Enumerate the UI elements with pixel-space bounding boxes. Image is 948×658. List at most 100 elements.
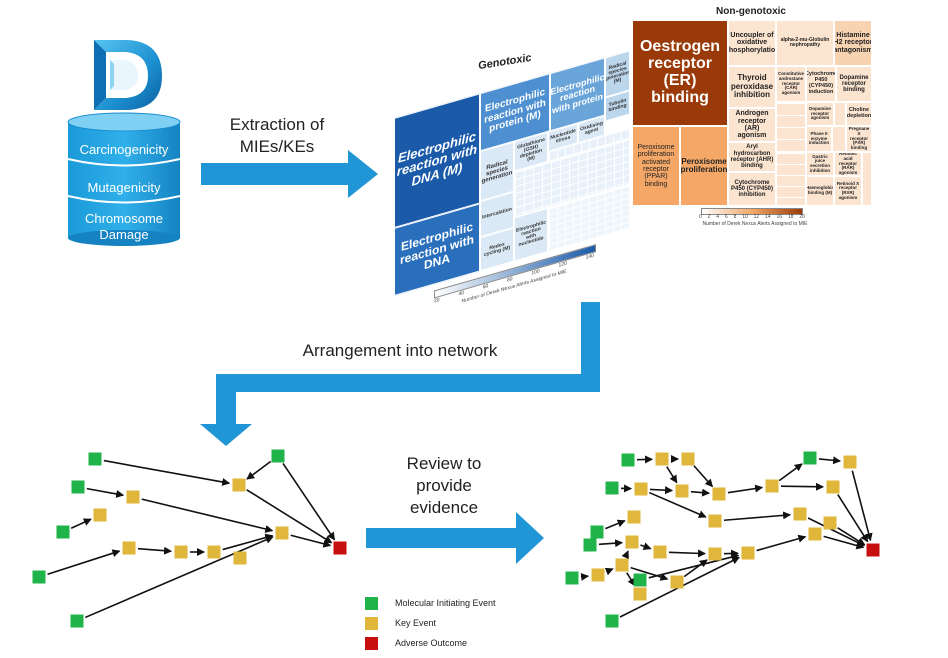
right-node-ke-j11 [793,507,807,521]
right-node-ke-j20 [670,575,684,589]
right-node-ke-j7 [826,480,840,494]
right-node-ke-j3 [634,482,648,496]
right-edge-j19-j13 [621,550,629,560]
right-node-ke-j9 [627,510,641,524]
right-edge-j19-j21 [626,572,636,587]
arrangement-label: Arrangement into network [302,341,498,360]
left-node-ke-k1 [232,478,246,492]
cell-oestrogen: Oestrogen receptor (ER) binding [632,20,728,126]
cell-ppar: Peroxisome proliferation activated recep… [632,126,680,206]
right-node-mie-m1 [621,453,635,467]
left-node-ke-k5 [174,545,188,559]
cell-cyp-inhibition: Cytochrome P450 (CYP450) inhibition [728,172,776,206]
right-node-ke-j16 [741,546,755,560]
right-edge-j20-j15 [683,559,708,578]
nongenotoxic-treemap: Oestrogen receptor (ER) binding Peroxiso… [632,20,872,206]
right-edge-j3-j4 [649,486,674,495]
right-node-mie-m8 [633,573,647,587]
right-node-mie-m5 [605,614,619,628]
right-edge-j10-j11 [723,511,792,522]
nongenotoxic-tick: 16 [776,214,783,220]
right-edge-m8-j16 [648,553,740,579]
review-label: Review to provide evidence [406,454,482,517]
network-nodes [32,449,880,628]
right-node-ke-j21 [633,587,647,601]
cell-histamine: Histamine H2 receptor antagonism [834,20,872,66]
nongenotoxic-axis-label: Number of Derek Nexus Alerts Assigned to… [702,221,808,227]
extraction-label: Extraction of MIEs/KEs [229,115,325,156]
nongenotoxic-colorbar [701,208,803,215]
left-edge-k7-ao [290,534,332,548]
left-node-mie-a [88,452,102,466]
left-node-mie-d [32,570,46,584]
database-layer-carcinogenicity: Carcinogenicity [79,142,169,157]
cell-minor-d [776,152,806,206]
cell-cyp-induction: Cytochrome P450 (CYP450) induction [806,66,836,102]
right-node-mie-m6 [803,451,817,465]
cell-thyroid: Thyroid peroxidase inhibition [728,66,776,108]
legend-ao-label: Adverse Outcome [395,638,468,648]
right-edge-j5-j6 [727,484,764,494]
right-edge-m4-j18 [580,572,590,581]
legend-mie-label: Molecular Initiating Event [395,598,496,608]
cell-androgen: Androgen receptor (AR) agonism [728,108,776,142]
right-edge-m6-j8 [818,456,842,465]
right-edge-m7-j13 [598,539,624,548]
nongenotoxic-ticks: 0 2 4 6 8 10 12 14 16 18 20 [699,214,805,220]
right-node-mie-m7 [583,538,597,552]
legend-ke-label: Key Event [395,618,437,628]
right-edge-j6-j7 [780,482,825,491]
left-edge-a-k1 [103,459,231,486]
right-edge-j2-j5 [693,465,714,488]
left-edge-b-k2 [86,487,125,498]
left-edge-f-ao [282,463,336,541]
right-edge-j19-j20 [630,566,669,581]
right-node-ke-j5 [712,487,726,501]
left-node-ao-ao [333,541,347,555]
left-node-mie-b [71,480,85,494]
right-node-ke-j18 [591,568,605,582]
left-node-ke-k2 [126,490,140,504]
right-edge-j18-j19 [604,567,614,576]
nongenotoxic-tick: 8 [733,214,737,220]
right-node-ke-j10 [708,514,722,528]
left-edge-c-k3 [70,518,92,529]
right-edge-j4-j5 [690,488,711,497]
cell-minor-b [834,102,846,126]
nongenotoxic-tick: 20 [799,214,805,220]
right-edge-j13-j14 [640,542,652,551]
right-node-ke-j19 [615,558,629,572]
legend-ao-swatch [365,636,378,650]
nongenotoxic-title: Non-genotoxic [716,6,786,17]
right-edge-j1-j4 [666,466,678,484]
left-node-mie-c [56,525,70,539]
left-node-mie-f [271,449,285,463]
arrangement-arrow [200,302,600,446]
nongenotoxic-tick: 10 [742,214,748,220]
right-node-mie-m2 [605,481,619,495]
right-edge-j16-j17 [756,534,807,552]
right-node-ke-j4 [675,484,689,498]
cell-phase2: Phase II enzyme induction [806,126,832,152]
legend-mie: Molecular Initiating Event [365,596,496,610]
right-edge-j3-j10 [648,491,707,518]
cell-uncoupler: Uncoupler of oxidative phosphorylation [728,20,776,66]
left-node-ke-k7 [275,526,289,540]
right-node-ke-j13 [625,535,639,549]
database-icon [66,36,184,246]
left-node-mie-e [70,614,84,628]
left-edge-k2-k7 [141,498,274,533]
right-node-ke-j8 [843,455,857,469]
cell-gastric: Gastric juice secretion inhibition [806,152,834,176]
logo-d-icon [67,40,181,246]
nongenotoxic-tick: 2 [707,214,711,220]
nongenotoxic-tick: 0 [699,214,702,220]
left-edge-k1-ao [246,489,333,544]
cell-car: Constitutive androstane receptor (CAR) a… [776,66,806,102]
right-edge-j7-aor [837,494,869,543]
right-edge-j14-j15 [668,549,707,558]
cell-minor-e [862,152,872,206]
left-edge-e-k7 [84,536,274,619]
